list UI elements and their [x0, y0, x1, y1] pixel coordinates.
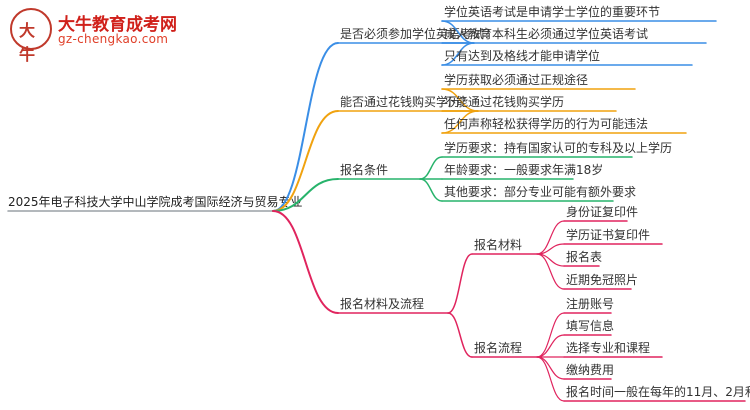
leaf-connector — [536, 253, 565, 290]
leaf-connector — [419, 156, 443, 180]
leaf-label: 报名时间一般在每年的11月、2月和8月 — [566, 384, 750, 399]
leaf-label: 不能通过花钱购买学历 — [444, 94, 564, 109]
leaf-label: 近期免冠照片 — [566, 272, 638, 287]
logo-mark: 大牛 — [19, 21, 36, 64]
branch-label: 报名材料及流程 — [340, 296, 424, 311]
leaf-connector — [536, 312, 565, 358]
leaf-connector — [536, 220, 565, 255]
leaf-label: 其他要求：部分专业可能有额外要求 — [444, 184, 636, 199]
sub-branch-connector — [447, 253, 473, 314]
leaf-label: 只有达到及格线才能申请学位 — [444, 48, 600, 63]
branch-connector — [272, 42, 339, 212]
leaf-label: 任何声称轻松获得学历的行为可能违法 — [444, 116, 648, 131]
leaf-label: 填写信息 — [566, 318, 614, 333]
site-logo: 大牛 大牛教育成考网 gz-chengkao.com — [10, 8, 190, 64]
root-label: 2025年电子科技大学中山学院成考国际经济与贸易专业 — [8, 194, 303, 209]
leaf-connector — [419, 178, 443, 202]
logo-title: 大牛教育成考网 — [58, 15, 177, 35]
leaf-connector — [536, 356, 565, 402]
sub-branch-label: 报名材料 — [474, 237, 522, 252]
branch-label: 报名条件 — [340, 162, 388, 177]
leaf-label: 年龄要求：一般要求年满18岁 — [444, 162, 603, 177]
leaf-label: 缴纳费用 — [566, 362, 614, 377]
branch-label: 能否通过花钱购买学历？ — [340, 94, 472, 109]
leaf-label: 学位英语考试是申请学士学位的重要环节 — [444, 4, 660, 19]
leaf-label: 注册账号 — [566, 296, 614, 311]
leaf-label: 学历要求：持有国家认可的专科及以上学历 — [444, 140, 672, 155]
branch-connector — [272, 210, 339, 314]
branch-connector — [272, 178, 339, 212]
logo-badge-icon: 大牛 — [10, 8, 52, 64]
leaf-connector — [536, 356, 565, 380]
leaf-label: 身份证复印件 — [566, 204, 638, 219]
leaf-label: 报名表 — [566, 249, 602, 264]
leaf-label: 学历证书复印件 — [566, 227, 650, 242]
sub-branch-label: 报名流程 — [474, 340, 522, 355]
leaf-connector — [536, 334, 565, 358]
logo-url: gz-chengkao.com — [58, 32, 169, 46]
leaf-label: 学历获取必须通过正规途径 — [444, 72, 588, 87]
sub-branch-connector — [447, 312, 473, 358]
leaf-label: 选择专业和课程 — [566, 340, 650, 355]
branch-connector — [272, 110, 339, 212]
leaf-label: 成人教育本科生必须通过学位英语考试 — [444, 26, 648, 41]
